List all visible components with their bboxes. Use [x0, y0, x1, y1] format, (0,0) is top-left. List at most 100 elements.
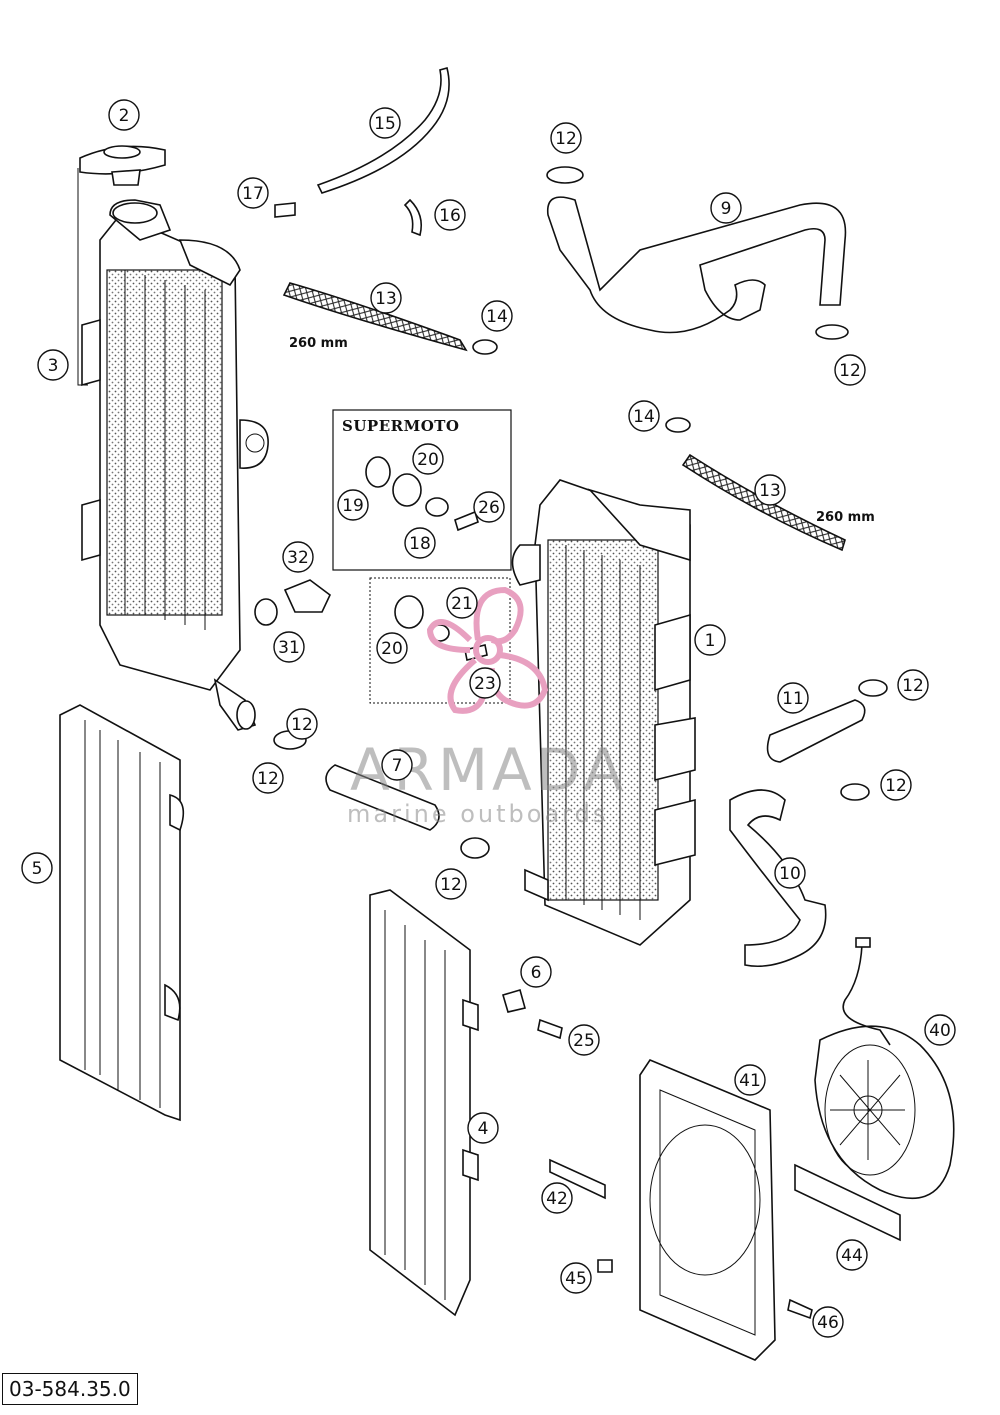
right-shroud [369, 889, 479, 1317]
callout-number: 14 [486, 307, 508, 327]
callout-7: 7 [381, 749, 413, 781]
callout-46: 46 [812, 1306, 844, 1338]
supermoto-title: SUPERMOTO [342, 417, 460, 435]
callout-40: 40 [924, 1014, 956, 1046]
drawing-code: 03-584.35.0 [2, 1373, 138, 1405]
right-radiator [511, 479, 696, 946]
callout-number: 21 [451, 594, 473, 614]
callout-12: 12 [550, 122, 582, 154]
callout-number: 12 [885, 776, 907, 796]
callout-9: 9 [710, 192, 742, 224]
hose-13a [282, 282, 468, 352]
callout-number: 12 [555, 129, 577, 149]
callout-number: 3 [48, 356, 59, 376]
callout-number: 14 [633, 407, 655, 427]
hose-11 [766, 699, 866, 763]
callout-19: 19 [337, 489, 369, 521]
callout-1: 1 [694, 624, 726, 656]
callout-number: 26 [478, 498, 500, 518]
watermark-logo [426, 586, 549, 714]
callout-16: 16 [434, 199, 466, 231]
callout-number: 15 [374, 114, 396, 134]
callout-number: 40 [929, 1021, 951, 1041]
callout-13: 13 [370, 282, 402, 314]
option-box [369, 577, 511, 704]
callout-12: 12 [435, 868, 467, 900]
callout-23: 23 [469, 667, 501, 699]
callout-5: 5 [21, 852, 53, 884]
hose-42 [549, 1158, 606, 1200]
callout-number: 42 [546, 1189, 568, 1209]
dimension-label: 260 mm [289, 336, 348, 351]
callout-number: 11 [782, 689, 804, 709]
callout-number: 12 [440, 875, 462, 895]
callout-12: 12 [286, 708, 318, 740]
part-45 [597, 1259, 613, 1273]
callout-14: 14 [628, 400, 660, 432]
supermoto-parts [365, 456, 479, 532]
callout-14: 14 [481, 300, 513, 332]
callout-10: 10 [774, 857, 806, 889]
callout-number: 20 [417, 450, 439, 470]
callout-number: 19 [342, 496, 364, 516]
callout-45: 45 [560, 1262, 592, 1294]
callout-number: 44 [841, 1246, 863, 1266]
hose-15 [316, 67, 450, 194]
callout-25: 25 [568, 1024, 600, 1056]
left-shroud [59, 704, 185, 1122]
callout-42: 42 [541, 1182, 573, 1214]
callout-number: 13 [759, 481, 781, 501]
plate-44 [794, 1163, 901, 1242]
callout-26: 26 [473, 491, 505, 523]
callout-number: 45 [565, 1269, 587, 1289]
callout-number: 7 [392, 756, 403, 776]
callout-number: 12 [839, 361, 861, 381]
part-6 [502, 989, 526, 1013]
callout-3: 3 [37, 349, 69, 381]
callout-number: 17 [242, 184, 264, 204]
callout-21: 21 [446, 587, 478, 619]
callout-12: 12 [834, 354, 866, 386]
callout-44: 44 [836, 1239, 868, 1271]
callout-12: 12 [897, 669, 929, 701]
callout-4: 4 [467, 1112, 499, 1144]
dimension-label: 260 mm [816, 510, 875, 525]
callout-number: 31 [278, 638, 300, 658]
cap-leader [77, 168, 88, 386]
callout-number: 10 [779, 864, 801, 884]
callout-32: 32 [282, 541, 314, 573]
callout-number: 25 [573, 1031, 595, 1051]
callouts: 1234567910111212121212121213131414151617… [21, 99, 956, 1338]
callout-number: 20 [381, 639, 403, 659]
callout-number: 6 [531, 963, 542, 983]
callout-11: 11 [777, 682, 809, 714]
callout-15: 15 [369, 107, 401, 139]
callout-number: 41 [739, 1071, 761, 1091]
callout-number: 13 [375, 289, 397, 309]
callout-17: 17 [237, 177, 269, 209]
callout-number: 4 [478, 1119, 489, 1139]
callout-41: 41 [734, 1064, 766, 1096]
bolt-25 [537, 1018, 563, 1040]
callout-12: 12 [880, 769, 912, 801]
fan [814, 937, 955, 1200]
callout-18: 18 [404, 527, 436, 559]
radiator-cap [79, 145, 166, 186]
callout-31: 31 [273, 631, 305, 663]
temp-sensor [254, 579, 332, 626]
callout-number: 16 [439, 206, 461, 226]
callout-12: 12 [252, 762, 284, 794]
callout-number: 12 [257, 769, 279, 789]
bolt-46 [787, 1298, 813, 1320]
callout-number: 18 [409, 534, 431, 554]
callout-6: 6 [520, 956, 552, 988]
callout-20: 20 [376, 632, 408, 664]
hose-7 [325, 764, 440, 831]
callout-number: 32 [287, 548, 309, 568]
callout-13: 13 [754, 474, 786, 506]
option-parts [394, 595, 488, 661]
callout-number: 23 [474, 674, 496, 694]
callout-number: 12 [902, 676, 924, 696]
